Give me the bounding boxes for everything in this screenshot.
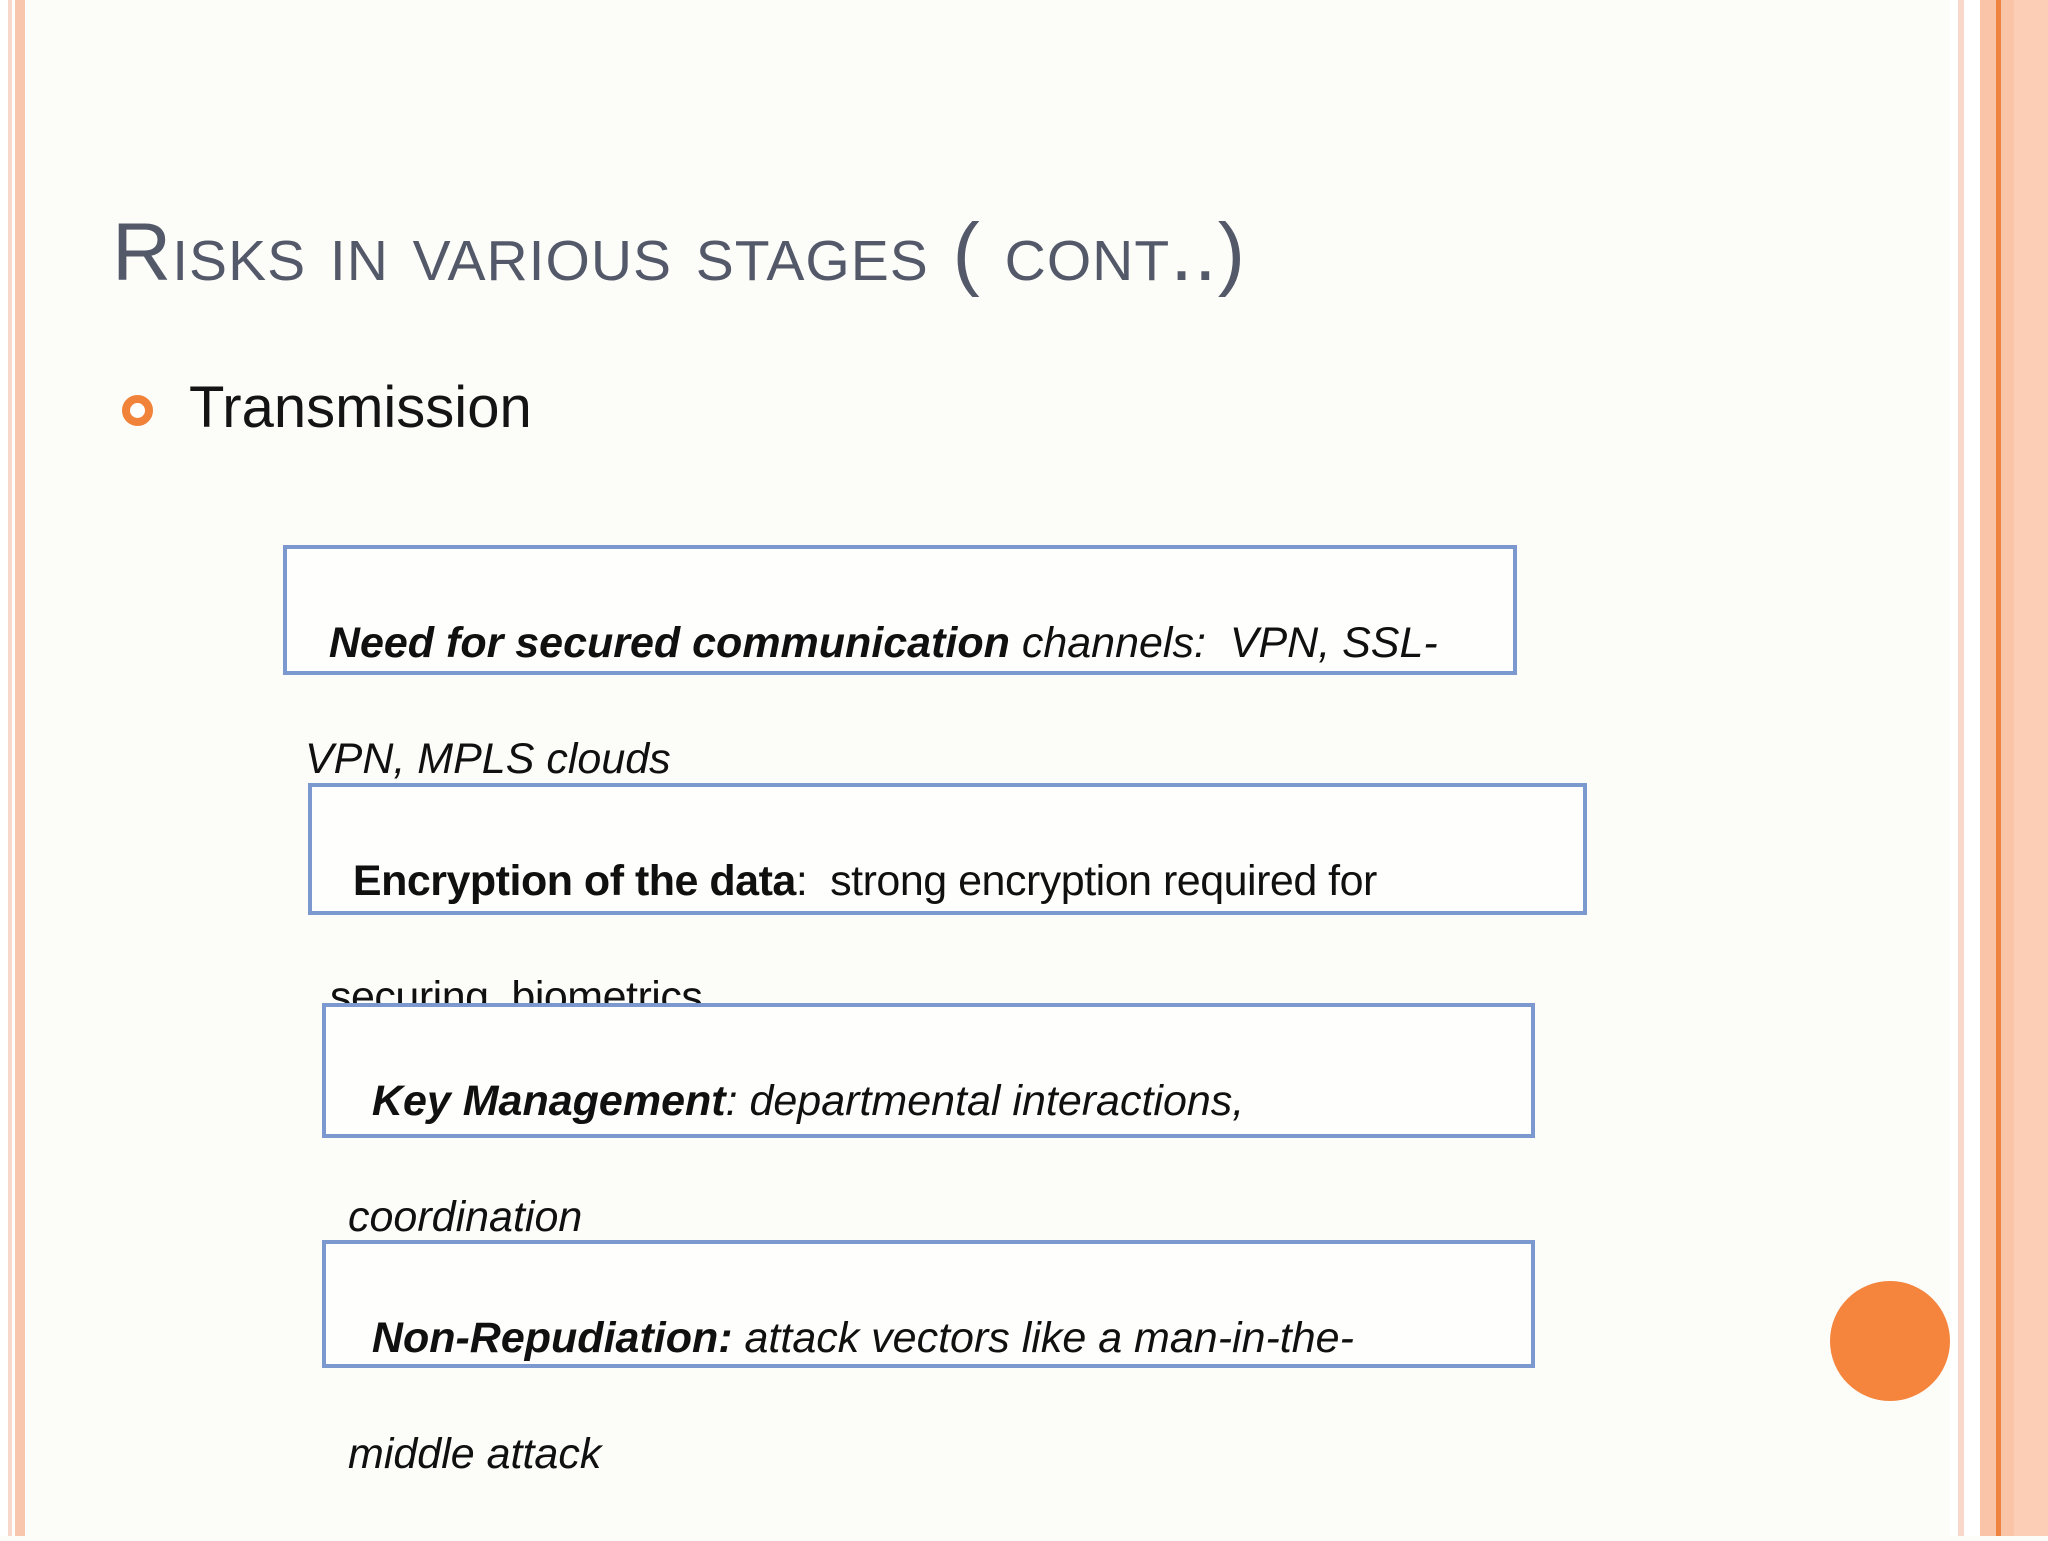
textbox-rest-text: : strong encryption required for: [795, 857, 1378, 905]
textbox-secured-communication: Need for secured communication channels:…: [283, 545, 1517, 783]
right-border-band-outer: [2014, 0, 2048, 1536]
textbox-key-management: Key Management: departmental interaction…: [322, 1003, 1535, 1241]
textbox-encryption: Encryption of the data: strong encryptio…: [308, 783, 1587, 1021]
textbox-rest-text: : departmental interactions,: [725, 1077, 1245, 1125]
left-edge-margin: [0, 0, 8, 1536]
textbox-lead-text: Non-Repudiation:: [371, 1314, 733, 1362]
right-border-band-inner: [1980, 0, 1996, 1536]
left-border-thick-stripe: [15, 0, 25, 1536]
textbox-lead-text: Need for secured communication: [328, 619, 1010, 667]
textbox-non-repudiation: Non-Repudiation: attack vectors like a m…: [322, 1240, 1535, 1478]
right-border-thin-stripe: [1958, 0, 1964, 1536]
right-border-gap-inner: [1964, 0, 1980, 1536]
textbox-lead-text: Key Management: [371, 1077, 726, 1125]
textbox-lead-text: Encryption of the data: [352, 857, 796, 905]
left-border-gap: [12, 0, 15, 1536]
right-border-accent-line: [1996, 0, 2001, 1536]
textbox-rest-text: channels: VPN, SSL-: [1009, 619, 1438, 667]
right-border-gap-outer: [1950, 0, 1958, 1536]
bullet-ring-icon: [122, 395, 153, 427]
bullet-label: Transmission: [189, 375, 532, 440]
accent-circle: [1830, 1281, 1950, 1401]
textbox-rest-text: attack vectors like a man-in-the-: [732, 1314, 1354, 1362]
left-border-thin-stripe: [8, 0, 12, 1536]
textbox-line2: VPN, MPLS clouds: [305, 735, 671, 783]
bullet-item-transmission: Transmission: [122, 376, 532, 440]
slide-title: Risks in various stages ( cont..): [112, 207, 1247, 298]
textbox-line2: middle attack: [348, 1430, 602, 1478]
textbox-line2: coordination: [348, 1193, 583, 1241]
right-border-band-mid: [2001, 0, 2014, 1536]
